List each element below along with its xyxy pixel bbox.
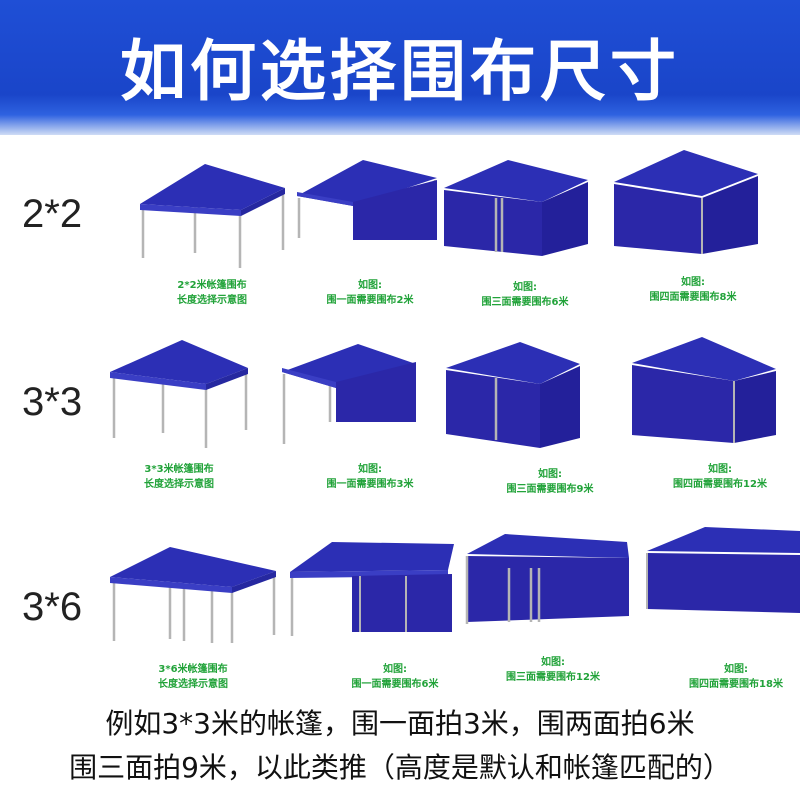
tent-one-wall <box>290 542 454 636</box>
size-label-3x6: 3*6 <box>22 585 83 629</box>
tent-canopy-only <box>110 547 276 643</box>
example-note: 例如3*3米的帐篷，围一面拍3米，围两面拍6米 围三面拍9米，以此类推（高度是默… <box>0 702 800 790</box>
tent-four-walls <box>646 527 800 613</box>
tent-four-walls <box>614 150 758 254</box>
example-note-line-2: 围三面拍9米，以此类推（高度是默认和帐篷匹配的） <box>69 751 731 784</box>
tent-four-walls <box>632 337 776 443</box>
caption-3x3-overview: 3*3米帐篷围布长度选择示意图 <box>144 464 214 490</box>
caption-3x6-overview: 3*6米帐篷围布长度选择示意图 <box>158 664 228 690</box>
page-title: 如何选择围布尺寸 <box>120 33 680 110</box>
title-banner: 如何选择围布尺寸 <box>0 0 800 135</box>
caption-3x6-three-sides: 如图:围三面需要围布12米 <box>506 657 600 683</box>
example-note-line-1: 例如3*3米的帐篷，围一面拍3米，围两面拍6米 <box>105 707 695 740</box>
tent-canopy-only <box>140 164 285 268</box>
size-label-3x3: 3*3 <box>22 380 83 424</box>
tent-canopy-only <box>110 340 248 448</box>
size-label-2x2: 2*2 <box>22 192 83 236</box>
tent-one-wall <box>297 160 437 240</box>
caption-3x3-three-sides: 如图:围三面需要围布9米 <box>506 469 594 495</box>
caption-3x3-four-sides: 如图:围四面需要围布12米 <box>673 464 767 490</box>
caption-2x2-three-sides: 如图:围三面需要围布6米 <box>481 282 569 308</box>
caption-3x6-four-sides: 如图:围四面需要围布18米 <box>689 664 783 690</box>
caption-3x6-one-side: 如图:围一面需要围布6米 <box>351 664 439 690</box>
caption-2x2-overview: 2*2米帐篷围布长度选择示意图 <box>177 280 247 306</box>
tent-three-walls <box>465 534 629 624</box>
tent-one-wall <box>282 344 416 444</box>
caption-3x3-one-side: 如图:围一面需要围布3米 <box>326 464 414 490</box>
tent-three-walls <box>444 160 588 256</box>
caption-2x2-one-side: 如图:围一面需要围布2米 <box>326 280 414 306</box>
caption-2x2-four-sides: 如图:围四面需要围布8米 <box>649 277 737 303</box>
tent-three-walls <box>446 342 580 448</box>
